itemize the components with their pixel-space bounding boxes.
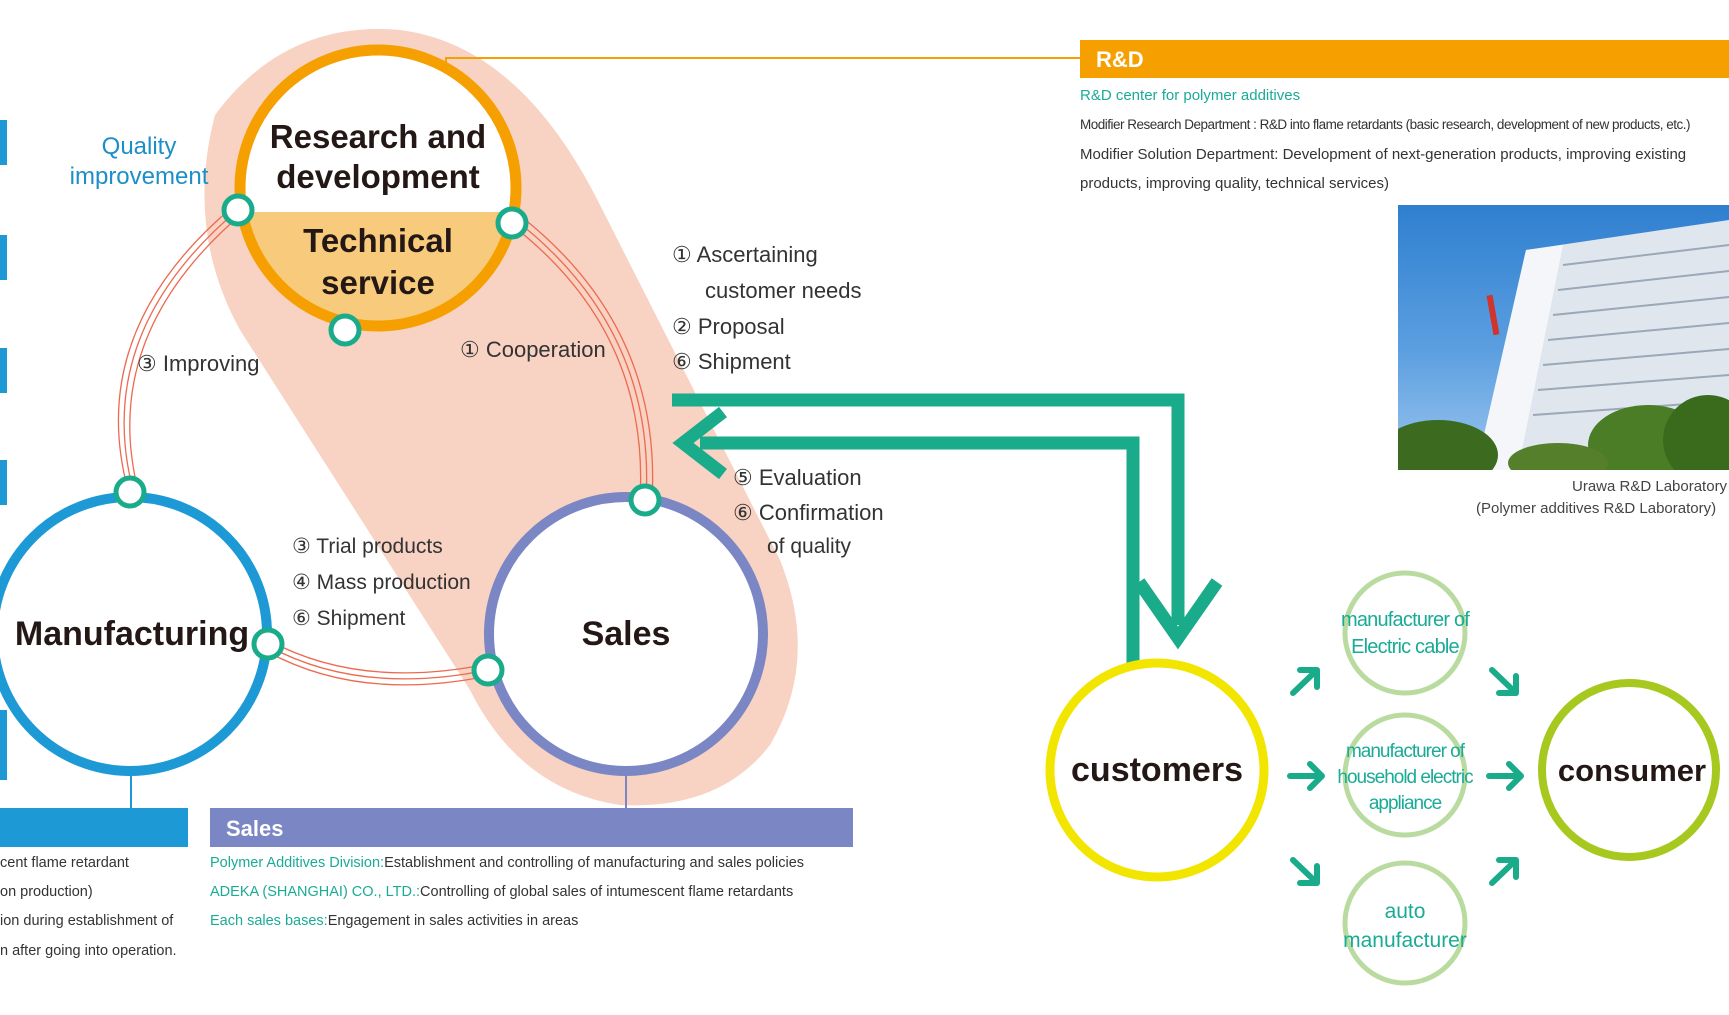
cable-maker-line1: manufacturer of <box>1340 609 1470 631</box>
improving-label: ③ Improving <box>137 351 260 376</box>
rd-panel-subtitle: R&D center for polymer additives <box>1080 87 1301 104</box>
rd-connector-line <box>445 57 1082 88</box>
tech-service-line1: Technical <box>303 222 453 259</box>
mfg-panel-line: ion during establishment of <box>0 913 174 929</box>
auto-maker-line1: auto <box>1384 900 1426 923</box>
customers-label: customers <box>1071 751 1243 789</box>
sales-to-customers-step: customer needs <box>705 278 862 303</box>
mfg-panel-line: cent flame retardant <box>0 855 129 871</box>
appliance-maker-line1: manufacturer of <box>1345 741 1465 762</box>
rd-title-line2: development <box>276 158 480 195</box>
lab-building-photo <box>1398 205 1729 470</box>
sales-panel-title: Sales <box>226 816 284 841</box>
cable-maker-circle <box>1342 570 1468 696</box>
mfg-to-sales-step: ⑥ Shipment <box>292 607 406 630</box>
supply-arrows <box>1287 667 1524 886</box>
cooperation-label: ① Cooperation <box>460 337 606 362</box>
sales-to-customers-step: ② Proposal <box>672 314 785 339</box>
rd-panel-line1: Modifier Research Department : R&D into … <box>1080 117 1691 132</box>
photo-caption-line1: Urawa R&D Laboratory <box>1572 478 1728 495</box>
sales-row-label: Polymer Additives Division: <box>210 855 385 871</box>
rd-panel-title: R&D <box>1096 47 1144 72</box>
mfg-panel-line: n after going into operation. <box>0 943 177 959</box>
rd-panel-line2: Modifier Solution Department: Developmen… <box>1080 146 1687 163</box>
cycle-links <box>117 204 654 686</box>
rd-panel-line3: products, improving quality, technical s… <box>1080 175 1390 192</box>
photo-caption-line2: (Polymer additives R&D Laboratory) <box>1476 500 1717 517</box>
consumer-label: consumer <box>1557 753 1707 788</box>
quality-improvement-line2: improvement <box>69 163 209 190</box>
sales-row-text: Engagement in sales activities in areas <box>327 913 579 929</box>
appliance-maker-line2: household electric <box>1337 767 1473 788</box>
sales-to-customers-step: ① Ascertaining <box>672 242 818 267</box>
mfg-to-sales-step: ③ Trial products <box>292 535 443 558</box>
manufacturing-label: Manufacturing <box>14 615 250 653</box>
sales-row-text: Establishment and controlling of manufac… <box>384 855 805 871</box>
sales-row-label: ADEKA (SHANGHAI) CO., LTD.: <box>210 884 421 900</box>
auto-maker-line2: manufacturer <box>1343 929 1467 952</box>
cable-maker-line2: Electric cable <box>1351 636 1460 658</box>
sales-panel-header: Sales <box>210 808 853 847</box>
rd-title-line1: Research and <box>269 118 487 155</box>
appliance-maker-circle <box>1342 712 1468 838</box>
tech-service-line2: service <box>321 264 435 301</box>
customers-to-sales-step: ⑤ Evaluation <box>733 465 862 490</box>
quality-improvement-line1: Quality <box>101 133 177 160</box>
mfg-to-sales-step: ④ Mass production <box>292 571 471 594</box>
sales-panel-row: Each sales bases:Engagement in sales act… <box>210 913 578 929</box>
lab-building-drawing <box>1398 220 1729 470</box>
mfg-panel-line: on production) <box>0 884 93 900</box>
left-edge-marks <box>0 120 7 780</box>
sales-row-text: Controlling of global sales of intumesce… <box>420 884 794 900</box>
auto-maker-circle <box>1342 860 1468 986</box>
customers-to-sales-step: of quality <box>767 535 852 558</box>
sales-row-label: Each sales bases: <box>210 913 328 929</box>
sales-label: Sales <box>581 615 671 653</box>
sales-panel-row: ADEKA (SHANGHAI) CO., LTD.:Controlling o… <box>210 884 793 900</box>
cycle-node-dots <box>113 193 662 687</box>
flow-arrows <box>672 393 1223 675</box>
rd-panel-header: R&D <box>1080 40 1729 78</box>
sales-to-customers-step: ⑥ Shipment <box>672 349 791 374</box>
appliance-maker-line3: appliance <box>1368 793 1442 814</box>
mfg-panel-header <box>0 808 188 847</box>
sales-panel-row: Polymer Additives Division:Establishment… <box>210 855 804 871</box>
customers-to-sales-step: ⑥ Confirmation <box>733 500 884 525</box>
consumer-circle <box>1538 679 1720 861</box>
customers-circle <box>1045 658 1269 882</box>
